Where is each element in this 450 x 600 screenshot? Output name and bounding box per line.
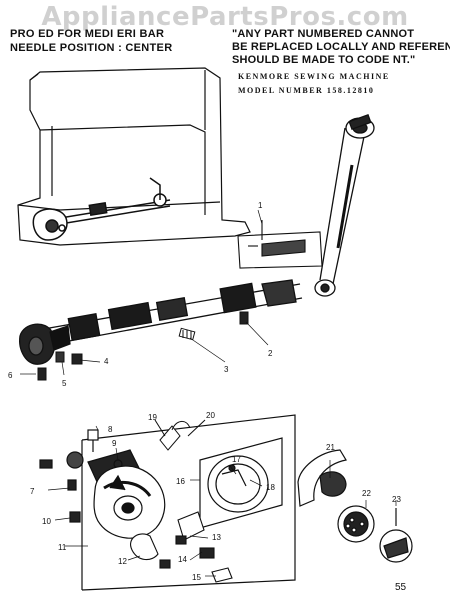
callout-7: 7 (30, 487, 35, 496)
header-note-line2: BE REPLACED LOCALLY AND REFERENCE (232, 41, 450, 53)
callout-12: 12 (118, 557, 127, 566)
callout-6: 6 (8, 371, 13, 380)
hook-assembly-frame (81, 414, 296, 591)
header-note-line1: "ANY PART NUMBERED CANNOT (232, 28, 415, 40)
callout-17: 17 (232, 455, 241, 464)
model-number: MODEL NUMBER 158.12810 (238, 86, 375, 95)
callout-2: 2 (268, 349, 273, 358)
lower-small-parts (130, 511, 233, 583)
callout-13: 13 (212, 533, 221, 542)
callout-9: 9 (112, 439, 117, 448)
needle-bar-bracket (237, 220, 323, 269)
callout-5: 5 (62, 379, 67, 388)
part-1-connecting-rod (314, 113, 375, 297)
callout-16: 16 (176, 477, 185, 486)
bobbin-race-ring (199, 437, 283, 529)
callout-15: 15 (192, 573, 201, 582)
page-number: 55 (395, 582, 407, 593)
machine-body-outline (17, 67, 251, 246)
machine-title: KENMORE SEWING MACHINE (238, 72, 390, 81)
callout-numbers: 1 2 3 4 5 6 7 8 9 10 11 12 13 14 15 16 1… (8, 201, 401, 582)
leader-lines-lower (47, 425, 397, 577)
callout-8: 8 (108, 425, 113, 434)
hook-assembly-parts (39, 429, 166, 539)
callout-1: 1 (258, 201, 263, 210)
callout-14: 14 (178, 555, 187, 564)
header-note-line3: SHOULD BE MADE TO CODE NT." (232, 54, 416, 66)
header-left-line1: PRO ED FOR MEDI ERI BAR (10, 28, 165, 40)
callout-10: 10 (42, 517, 51, 526)
callout-19: 19 (148, 413, 157, 422)
upper-shaft (32, 177, 171, 241)
callout-3: 3 (224, 365, 229, 374)
screws-upper (37, 311, 249, 381)
callout-23: 23 (392, 495, 401, 504)
lower-shaft-assembly (19, 279, 303, 365)
leader-lines-upper (20, 209, 269, 376)
shuttle-parts-right (297, 449, 413, 563)
watermark: AppliancePartsPros.com (41, 2, 409, 32)
callout-11: 11 (58, 543, 67, 552)
header-left-line2: NEEDLE POSITION : CENTER (10, 42, 173, 54)
callout-20: 20 (206, 411, 215, 420)
callout-4: 4 (104, 357, 109, 366)
callout-18: 18 (266, 483, 275, 492)
callout-21: 21 (326, 443, 335, 452)
thread-guide-parts (154, 419, 206, 451)
callout-22: 22 (362, 489, 371, 498)
